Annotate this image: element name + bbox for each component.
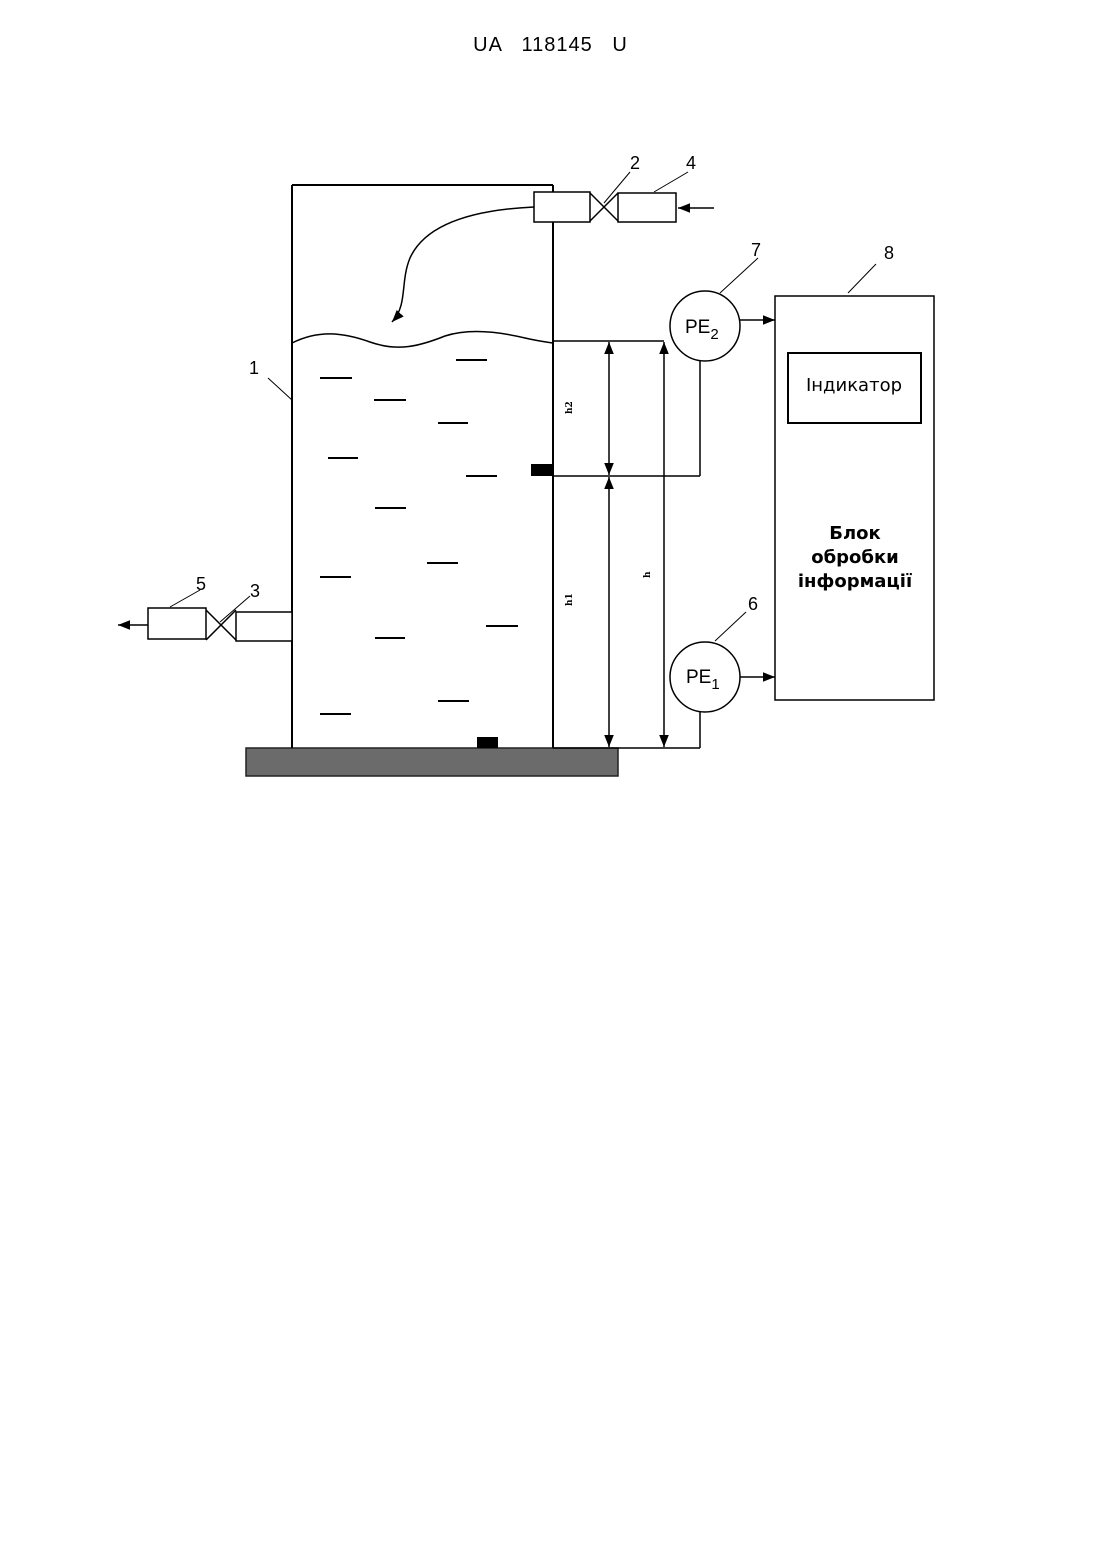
- callout-5: 5: [196, 574, 206, 594]
- pe2-subscript: 2: [710, 326, 718, 343]
- callout-8: 8: [884, 243, 894, 263]
- callout-7: 7: [751, 240, 761, 260]
- unit-label-line2: обробки: [811, 547, 899, 568]
- unit-label-line1: Блок: [829, 523, 881, 544]
- dimension-total-label: h: [643, 571, 653, 578]
- inlet-pump: [618, 193, 676, 222]
- upper-sensor: [531, 464, 553, 476]
- pe1-label: PE: [686, 667, 711, 688]
- outlet-assembly: [148, 608, 292, 641]
- indicator-label: Індикатор: [806, 375, 902, 396]
- leader-lines: [170, 172, 876, 641]
- inlet-valve: [590, 193, 618, 221]
- inlet-assembly: [534, 192, 676, 222]
- inlet-jet: [392, 207, 534, 322]
- pe1-subscript: 1: [711, 676, 719, 693]
- liquid-marks: [320, 360, 518, 714]
- callout-2: 2: [630, 153, 640, 173]
- tank-body: [292, 185, 553, 748]
- callout-6: 6: [748, 594, 758, 614]
- outlet-pump: [148, 608, 206, 639]
- dimension-upper-label: h2: [565, 401, 575, 414]
- callout-1: 1: [249, 358, 259, 378]
- liquid-surface: [292, 332, 553, 348]
- pressure-sensor-pe2: PE2: [670, 291, 740, 361]
- unit-label-line3: інформації: [798, 571, 912, 592]
- callout-3: 3: [250, 581, 260, 601]
- pressure-sensor-pe1: PE1: [670, 642, 740, 712]
- base-plate: [246, 748, 618, 776]
- dimension-lower-label: h1: [565, 593, 575, 606]
- outlet-pipe: [236, 612, 292, 641]
- inlet-pipe: [534, 192, 590, 222]
- bottom-sensor: [477, 737, 498, 748]
- callout-4: 4: [686, 153, 696, 173]
- pe2-label: PE: [685, 317, 710, 338]
- outlet-valve: [206, 610, 236, 640]
